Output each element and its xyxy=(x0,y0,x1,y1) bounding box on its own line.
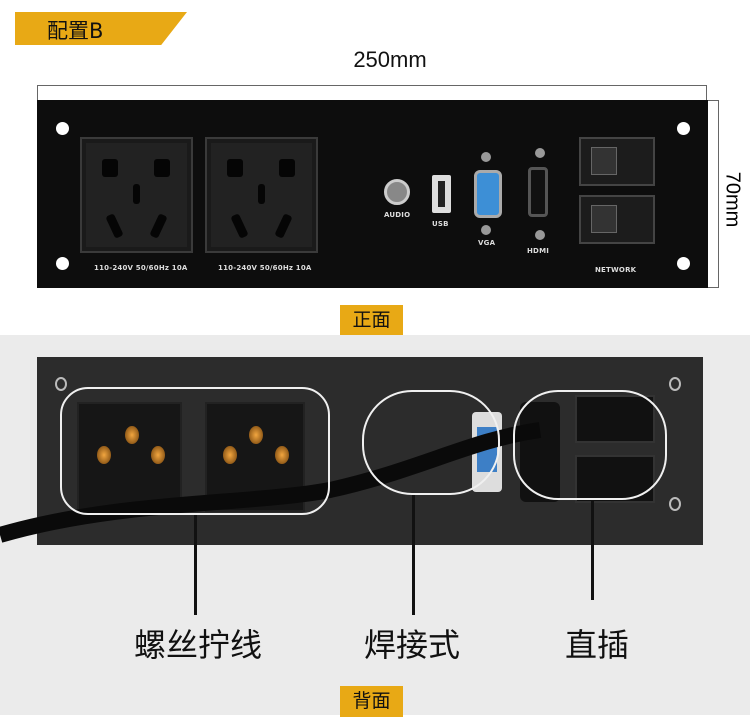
vga-screw xyxy=(481,152,491,162)
callout-direct-label: 直插 xyxy=(565,626,630,664)
network-label: NETWORK xyxy=(595,266,637,274)
power-socket-2 xyxy=(205,137,318,253)
front-panel: 110-240V 50/60Hz 10A 110-240V 50/60Hz 10… xyxy=(37,100,708,288)
audio-jack xyxy=(384,179,410,205)
callout-line xyxy=(194,515,197,615)
mount-hole xyxy=(55,377,67,391)
network-port-2 xyxy=(579,195,655,244)
height-dimension-line xyxy=(707,100,719,288)
usb-port xyxy=(432,175,451,213)
callout-line xyxy=(591,500,594,600)
mount-hole xyxy=(677,257,690,270)
network-port-1 xyxy=(579,137,655,186)
vga-screw xyxy=(481,225,491,235)
width-dimension-line xyxy=(37,85,707,101)
power-socket-1 xyxy=(80,137,193,253)
width-dimension: 250mm xyxy=(353,47,427,72)
mount-hole xyxy=(669,497,681,511)
callout-ring-solder xyxy=(362,390,500,495)
callout-screw-label: 螺丝拧线 xyxy=(134,626,263,664)
callout-ring-screw xyxy=(60,387,330,515)
mount-hole xyxy=(56,122,69,135)
mount-hole xyxy=(669,377,681,391)
callout-line xyxy=(412,495,415,615)
socket-rating: 110-240V 50/60Hz 10A xyxy=(94,264,188,272)
callout-solder-label: 焊接式 xyxy=(364,626,461,664)
usb-label: USB xyxy=(432,220,449,228)
mount-hole xyxy=(677,122,690,135)
back-caption: 背面 xyxy=(340,686,403,717)
vga-label: VGA xyxy=(478,239,496,247)
hdmi-screw xyxy=(535,230,545,240)
audio-label: AUDIO xyxy=(384,211,411,219)
front-caption: 正面 xyxy=(340,305,403,336)
mount-hole xyxy=(56,257,69,270)
socket-rating: 110-240V 50/60Hz 10A xyxy=(218,264,312,272)
hdmi-screw xyxy=(535,148,545,158)
config-label: 配置B xyxy=(47,19,104,43)
hdmi-label: HDMI xyxy=(527,247,550,255)
hdmi-port xyxy=(528,167,548,217)
callout-ring-direct xyxy=(513,390,667,500)
config-banner: 配置B xyxy=(15,12,187,45)
vga-port xyxy=(474,170,502,218)
